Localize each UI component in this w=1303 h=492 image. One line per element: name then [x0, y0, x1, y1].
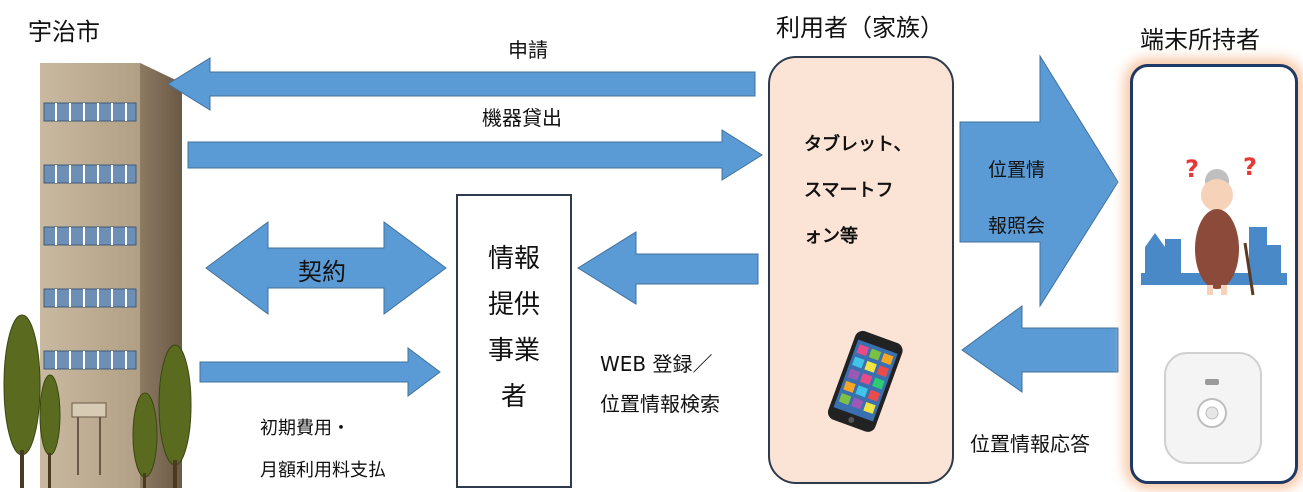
- fee-label-line: 月額利用料支払: [260, 460, 386, 481]
- smartphone-icon: [827, 330, 903, 432]
- provider-label-line: 情報: [487, 244, 540, 274]
- device-label-line: タブレット、: [804, 134, 912, 155]
- provider-label: 情報 提供 事業 者: [458, 196, 570, 420]
- location-query-label-line: 報照会: [988, 215, 1046, 237]
- application-arrow: [167, 57, 756, 111]
- location-response-label: 位置情報応答: [970, 432, 1090, 456]
- city-hall-building-image: [3, 63, 192, 488]
- city-title: 宇治市: [28, 18, 100, 46]
- location-response-arrow: [961, 305, 1119, 393]
- provider-label-line: 事業: [487, 336, 540, 366]
- provider-label-line: 提供: [487, 290, 540, 320]
- application-label: 申請: [508, 38, 548, 62]
- svg-text:?: ?: [1243, 153, 1257, 181]
- fee-label: 初期費用・ 月額利用料支払: [260, 408, 386, 492]
- information-provider-box: 情報 提供 事業 者: [456, 194, 572, 488]
- fee-label-line: 初期費用・: [260, 418, 350, 439]
- contract-label: 契約: [298, 258, 346, 286]
- contract-double-arrow: [205, 221, 447, 315]
- terminal-holder-box: ? ?: [1130, 64, 1298, 484]
- device-label-line: ォン等: [804, 226, 858, 247]
- lending-label: 機器貸出: [482, 106, 562, 130]
- location-query-label: 位置情 報照会: [988, 142, 1045, 254]
- registration-label-line: 位置情報検索: [600, 392, 720, 416]
- registration-arrow: [577, 231, 759, 305]
- location-query-label-line: 位置情: [988, 159, 1046, 181]
- registration-label-line: WEB 登録／: [600, 352, 713, 376]
- lending-arrow: [187, 129, 763, 181]
- user-family-box: タブレット、 スマートフ ォン等: [768, 56, 954, 484]
- registration-label: WEB 登録／ 位置情報検索: [600, 344, 720, 424]
- provider-label-line: 者: [500, 382, 527, 412]
- location-query-arrow: [959, 54, 1119, 308]
- device-label: タブレット、 スマートフ ォン等: [804, 122, 912, 260]
- gps-terminal-device-icon: [1164, 352, 1262, 464]
- svg-text:?: ?: [1185, 155, 1199, 183]
- holder-title: 端末所持者: [1140, 26, 1260, 54]
- fee-payment-arrow: [199, 347, 441, 397]
- elderly-person-image: ? ?: [1141, 153, 1287, 296]
- user-title: 利用者（家族）: [776, 14, 944, 42]
- device-label-line: スマートフ: [804, 180, 894, 201]
